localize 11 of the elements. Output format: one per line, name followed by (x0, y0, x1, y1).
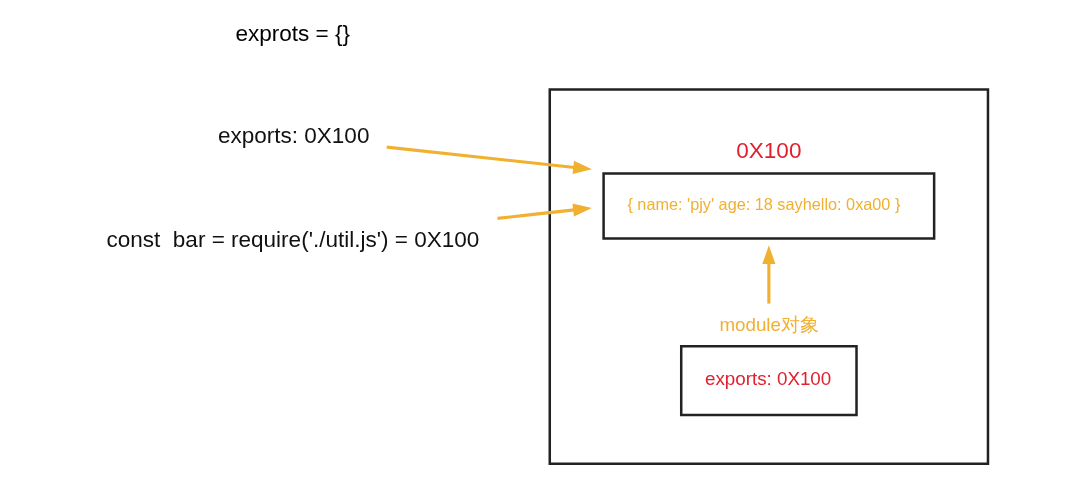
cluster (548, 88, 989, 466)
arrow (386, 145, 592, 174)
node-box: { name: 'pjy' age: 18 sayhello: 0xa00 } (601, 172, 935, 240)
node-label: module对象 (718, 314, 819, 336)
node-label: 0X100 (735, 137, 801, 163)
label: exprots = {} (235, 21, 350, 47)
arrow (496, 203, 592, 220)
node-text: const bar = require('./util.js') = 0X100 (106, 226, 479, 252)
node-box: exports: 0X100 (679, 344, 858, 417)
arrow (761, 245, 775, 304)
node-text: exports: 0X100 (217, 122, 369, 148)
